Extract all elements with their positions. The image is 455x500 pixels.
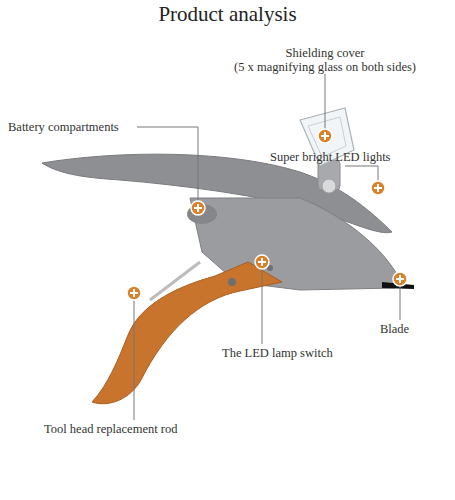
part-label: Shielding cover	[215, 46, 435, 60]
plus-marker	[127, 286, 141, 300]
part-label: The LED lamp switch	[222, 346, 392, 360]
leader-line	[137, 127, 198, 206]
pivot	[228, 278, 236, 286]
plus-marker	[255, 255, 269, 269]
leader-line	[134, 295, 135, 420]
plus-marker	[191, 201, 205, 215]
leader-line	[345, 166, 378, 184]
plus-marker	[318, 129, 332, 143]
plus-marker	[371, 181, 385, 195]
part-label: Tool head replacement rod	[44, 422, 244, 436]
part-label: Super bright LED lights	[270, 150, 440, 164]
plus-marker	[393, 272, 407, 286]
replacement-rod	[150, 262, 200, 300]
part-label: Battery compartments	[8, 120, 148, 134]
leader-line	[262, 264, 263, 344]
part-label: Blade	[380, 322, 440, 336]
leader-line	[400, 283, 401, 320]
led-lens	[322, 179, 336, 193]
leader-line	[325, 74, 326, 132]
lower-handle	[92, 262, 282, 404]
diagram-title: Product analysis	[0, 2, 455, 27]
part-label: (5 x magnifying glass on both sides)	[215, 60, 435, 74]
